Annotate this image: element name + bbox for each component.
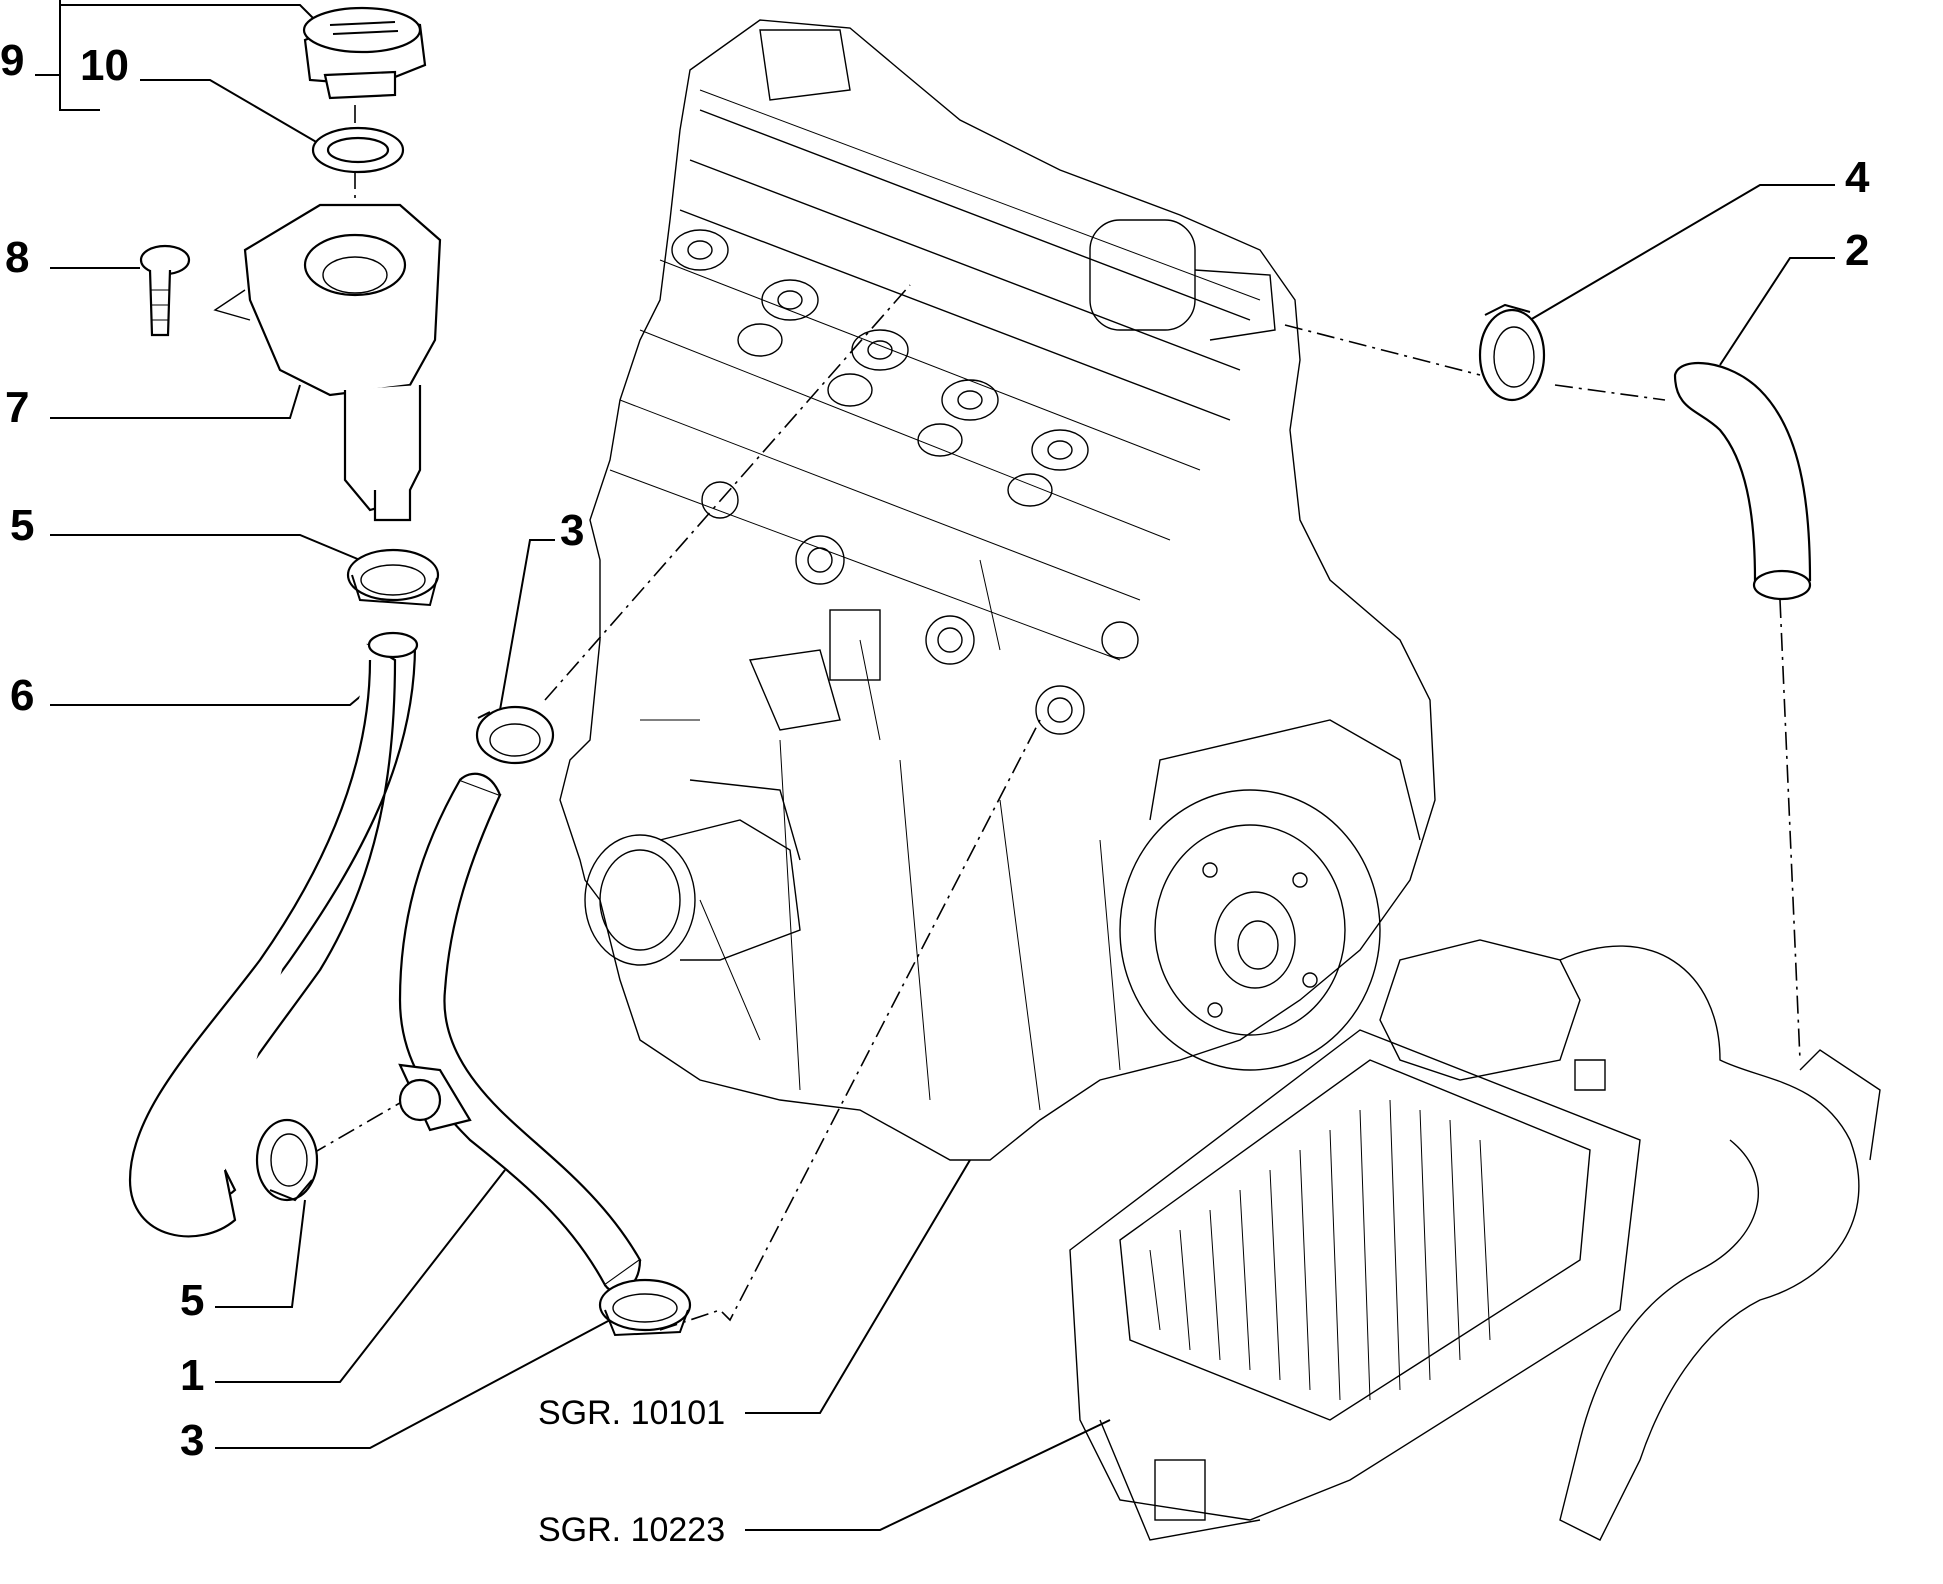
callout-10: 10 [80, 41, 129, 90]
engine-block [559, 19, 1436, 1161]
callout-5-top: 5 [10, 501, 34, 550]
part-6-hose [128, 631, 419, 1238]
air-filter-box [1069, 939, 1881, 1541]
callout-3-top: 3 [560, 506, 584, 555]
part-4-clamp-right [1478, 303, 1546, 402]
callout-7: 7 [5, 383, 29, 432]
part-7-filler-housing [213, 203, 442, 522]
callout-6: 6 [10, 671, 34, 720]
callout-1: 1 [180, 1351, 204, 1400]
part-3-clamp-top [475, 705, 555, 765]
callout-2: 2 [1845, 226, 1869, 275]
part-10-seal-ring [311, 126, 405, 174]
part-2-elbow-hose [1673, 361, 1812, 601]
part-9-filler-cap [302, 6, 427, 100]
part-5-clamp-bottom [255, 1118, 319, 1202]
leader-lines [35, 0, 1835, 1531]
part-3-clamp-bottom [598, 1278, 692, 1337]
part-5-clamp-top [346, 548, 440, 607]
reference-labels: SGR. 10101 SGR. 10223 [538, 1394, 725, 1549]
callout-numbers: 9 10 8 7 5 6 3 4 2 5 1 3 [0, 36, 1870, 1465]
callout-3-bottom: 3 [180, 1416, 204, 1465]
callout-9: 9 [0, 36, 24, 85]
part-8-screw [139, 244, 191, 337]
callout-5-bottom: 5 [180, 1276, 204, 1325]
callout-4: 4 [1845, 153, 1870, 202]
ref-engine-sgr: SGR. 10101 [538, 1394, 725, 1432]
callout-8: 8 [5, 233, 29, 282]
part-1-y-hose [398, 772, 642, 1293]
ref-air-filter-sgr: SGR. 10223 [538, 1511, 725, 1549]
